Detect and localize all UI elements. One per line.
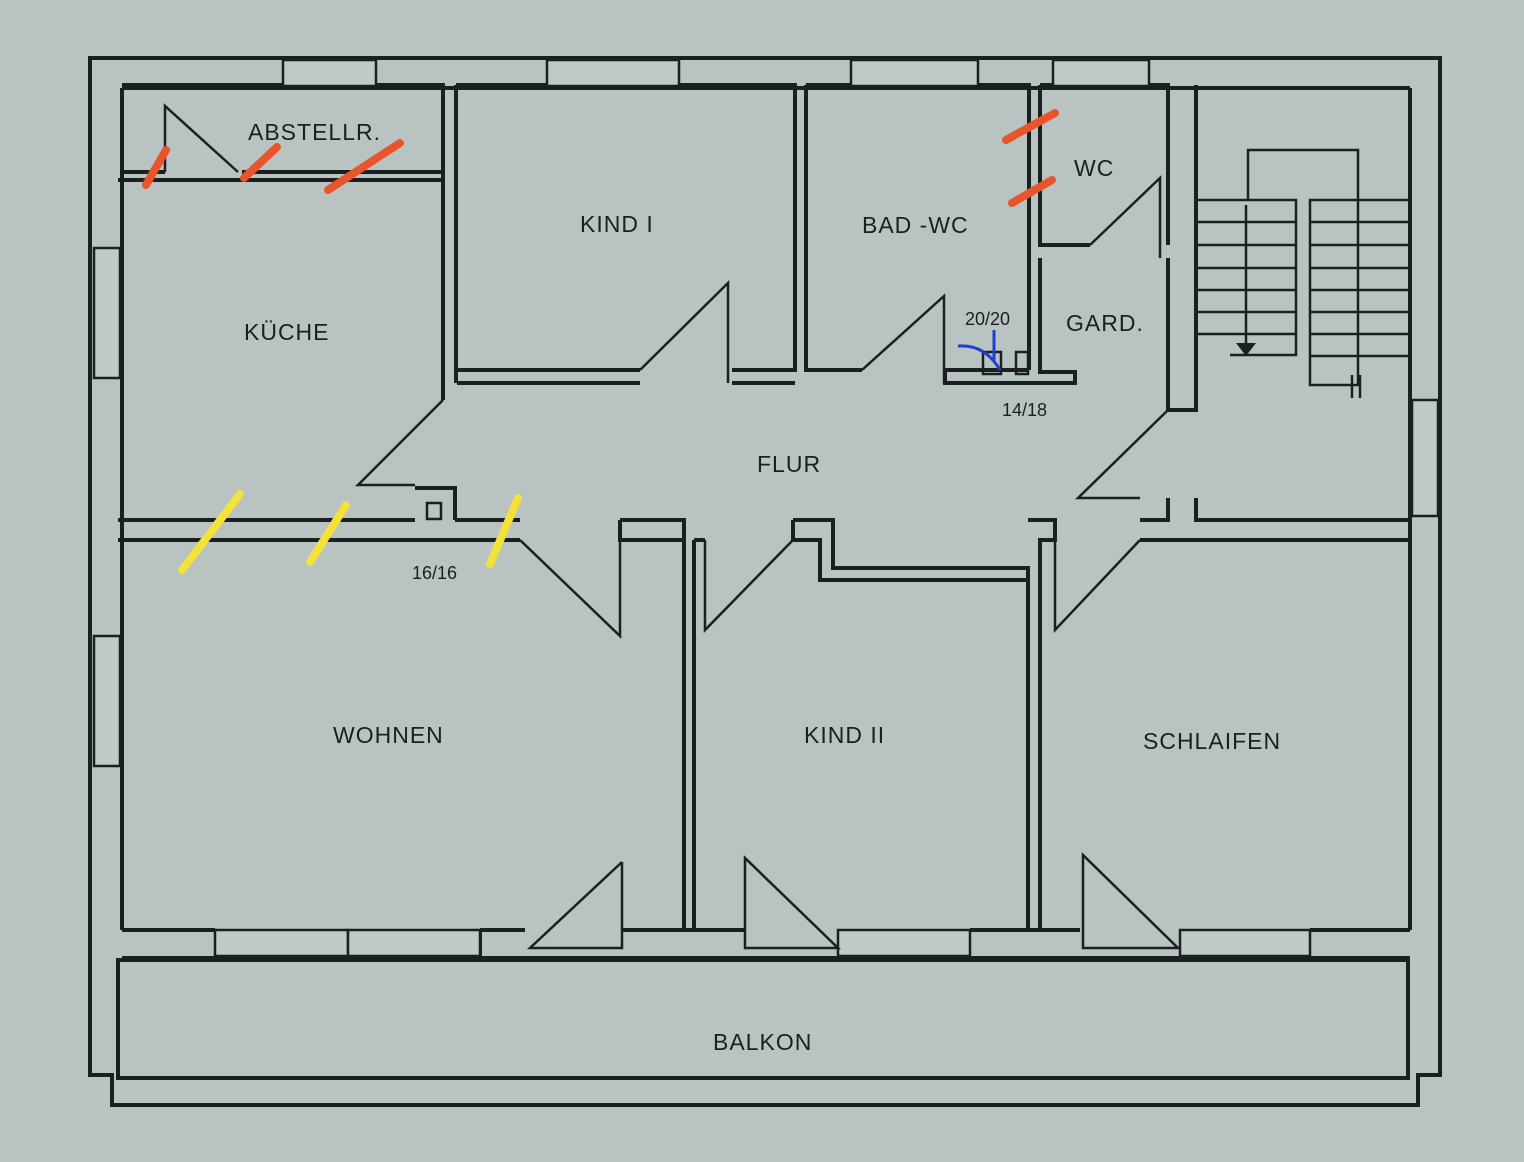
blue-mark <box>957 330 1002 371</box>
label-balkon: BALKON <box>713 1029 812 1055</box>
label-kind2: KIND II <box>804 722 885 748</box>
staircase <box>1196 148 1408 398</box>
label-bad-wc: BAD -WC <box>862 212 969 238</box>
label-kind1: KIND I <box>580 211 654 237</box>
orange-mark <box>324 139 404 194</box>
label-wc: WC <box>1074 155 1114 181</box>
label-flur: FLUR <box>757 451 821 477</box>
hand-marks <box>142 109 1059 574</box>
label-abstellraum: ABSTELLR. <box>248 119 381 145</box>
windows <box>92 58 1440 958</box>
label-schlafen: SCHLAIFEN <box>1143 728 1281 754</box>
label-garderobe: GARD. <box>1066 310 1144 336</box>
yellow-mark <box>486 494 522 568</box>
interior-walls <box>118 83 1410 960</box>
yellow-mark <box>178 490 244 574</box>
orange-mark <box>1008 176 1056 207</box>
label-wohnen: WOHNEN <box>333 722 444 748</box>
doors <box>163 103 1182 950</box>
dim-chimney-kueche: 16/16 <box>412 563 457 583</box>
balcony <box>116 958 1410 1080</box>
orange-mark <box>142 146 170 189</box>
orange-mark <box>240 143 281 182</box>
orange-mark <box>1002 109 1059 144</box>
dim-chimney-flur: 14/18 <box>1002 400 1047 420</box>
label-kueche: KÜCHE <box>244 319 330 345</box>
room-labels: ABSTELLR. KIND I BAD -WC WC KÜCHE GARD. … <box>244 119 1281 1055</box>
dimension-labels: 20/20 14/18 16/16 <box>412 309 1047 583</box>
dim-chimney-bad: 20/20 <box>965 309 1010 329</box>
yellow-mark <box>306 501 350 566</box>
